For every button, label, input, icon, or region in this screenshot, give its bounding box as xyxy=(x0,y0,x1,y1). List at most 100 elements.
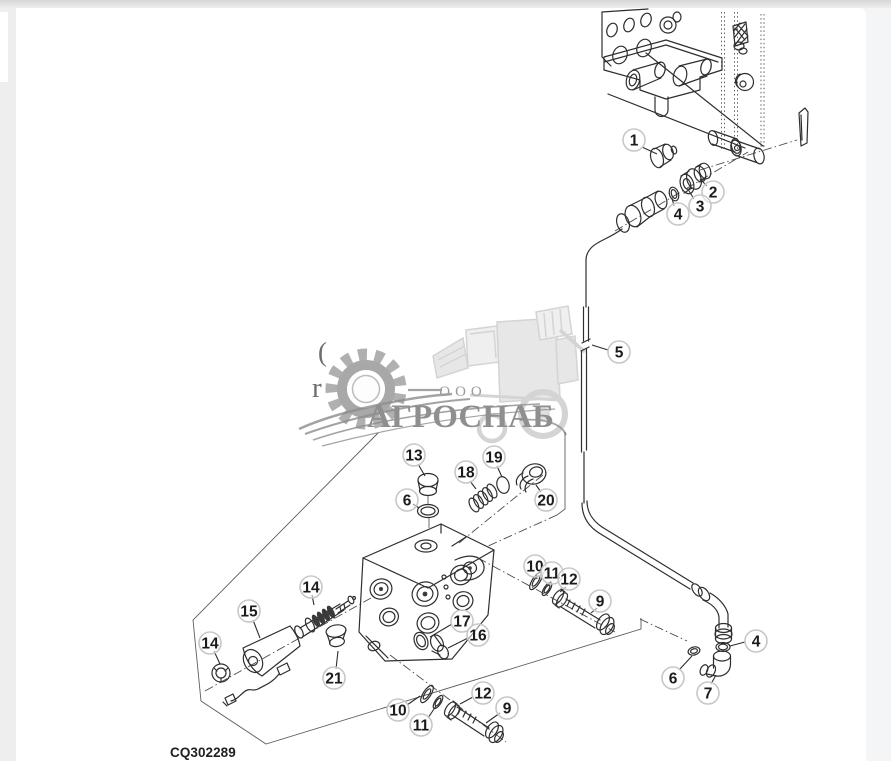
left-gutter-box xyxy=(0,12,8,82)
callout-number: 15 xyxy=(240,604,258,621)
callout-number: 6 xyxy=(669,671,678,688)
callout-number: 2 xyxy=(709,185,718,202)
callout-number: 5 xyxy=(615,345,624,362)
callout-ring xyxy=(299,575,323,599)
callout-ring xyxy=(386,698,410,722)
stray-glyph: r xyxy=(312,372,322,404)
callout-number: 10 xyxy=(389,703,406,720)
callout-ring xyxy=(661,666,685,690)
callout-ring xyxy=(482,445,506,469)
stray-glyph: ( xyxy=(318,337,327,367)
diagram-canvas: ООО АГРОСНАБ xyxy=(16,8,866,761)
right-gutter xyxy=(866,8,891,761)
stray-text-layer: (r xyxy=(312,337,327,404)
callout-number: 19 xyxy=(485,450,503,467)
callout-4: 4 xyxy=(666,197,690,226)
callout-5: 5 xyxy=(591,340,631,364)
callout-number: 9 xyxy=(503,701,512,718)
connector-3 xyxy=(679,168,703,195)
callout-ring xyxy=(198,631,222,655)
callout-ring xyxy=(744,629,768,653)
callout-ring xyxy=(466,623,490,647)
callout-ring xyxy=(622,128,646,152)
callout-number: 3 xyxy=(696,199,705,216)
callout-ring xyxy=(696,681,720,705)
callout-ring xyxy=(471,681,495,705)
callout-10: 10 xyxy=(386,695,421,722)
tube-5 xyxy=(580,228,733,678)
callout-19: 19 xyxy=(482,445,506,478)
callout-number: 11 xyxy=(413,718,430,735)
callout-14: 14 xyxy=(299,575,323,606)
callout-18: 18 xyxy=(454,460,478,490)
gear-watermark-icon xyxy=(325,348,407,430)
callout-number: 21 xyxy=(325,671,343,688)
ring-4 xyxy=(668,186,680,202)
page-top-border xyxy=(0,0,891,8)
elbow-fitting-7 xyxy=(699,650,732,678)
callout-12: 12 xyxy=(459,681,495,705)
callout-12: 12 xyxy=(557,567,581,593)
construction-lines xyxy=(192,139,798,745)
machine-block-illustration xyxy=(601,8,809,165)
callout-number: 7 xyxy=(704,686,713,703)
callout-ring xyxy=(495,696,519,720)
block-ports xyxy=(369,564,474,634)
callout-number: 18 xyxy=(457,465,475,482)
hose-end-fitting xyxy=(615,190,668,233)
plug-1 xyxy=(649,143,678,169)
drawing-code: CQ302289 xyxy=(170,745,236,760)
callout-13: 13 xyxy=(402,443,426,477)
callout-number: 9 xyxy=(596,594,605,611)
callout-number: 13 xyxy=(405,448,423,465)
upper-fitting-group xyxy=(615,143,712,233)
callout-ring xyxy=(409,713,433,737)
callout-ring xyxy=(454,460,478,484)
solenoid-group xyxy=(211,595,357,707)
tube-nut xyxy=(714,622,733,645)
plug-16-group xyxy=(413,631,449,660)
callout-ring xyxy=(450,609,474,633)
callout-ring xyxy=(666,202,690,226)
callout-ring xyxy=(402,443,426,467)
plug-21 xyxy=(325,624,347,648)
callout-number: 14 xyxy=(201,636,219,653)
watermark-company-prefix: ООО xyxy=(439,384,487,400)
exploded-parts-diagram: ООО АГРОСНАБ xyxy=(170,8,809,760)
callout-1: 1 xyxy=(622,128,658,155)
callout-ring xyxy=(607,340,631,364)
relief-valve-group xyxy=(468,463,547,513)
watermark-company-name: АГРОСНАБ xyxy=(367,399,555,435)
callout-ring xyxy=(395,488,419,512)
callout-16: 16 xyxy=(447,623,490,649)
bolt-group-lower xyxy=(420,684,504,744)
callout-ring xyxy=(557,567,581,591)
callout-number: 12 xyxy=(560,572,577,589)
callout-21: 21 xyxy=(322,650,346,690)
watermark-logo: ООО АГРОСНАБ xyxy=(298,305,587,447)
callout-ring xyxy=(534,488,558,512)
callout-7: 7 xyxy=(696,674,720,705)
callout-15: 15 xyxy=(237,599,261,639)
o-ring-6-lower xyxy=(687,646,701,656)
callout-number: 16 xyxy=(469,628,487,645)
callout-number: 11 xyxy=(544,566,561,583)
callout-ring xyxy=(237,599,261,623)
valve-block-illustration xyxy=(358,523,495,662)
plug-20 xyxy=(515,463,547,493)
callout-9: 9 xyxy=(588,589,612,614)
callout-number: 6 xyxy=(403,493,412,510)
callout-ring xyxy=(322,666,346,690)
callout-9: 9 xyxy=(485,696,519,724)
callout-ring xyxy=(688,194,712,218)
callout-number: 20 xyxy=(537,493,554,510)
callout-20: 20 xyxy=(534,484,558,512)
callout-14: 14 xyxy=(198,631,222,665)
callout-number: 17 xyxy=(453,614,470,631)
o-ring-4-lower xyxy=(715,641,731,653)
callout-6: 6 xyxy=(661,655,693,690)
left-gutter xyxy=(0,8,16,761)
callout-3: 3 xyxy=(688,190,712,218)
